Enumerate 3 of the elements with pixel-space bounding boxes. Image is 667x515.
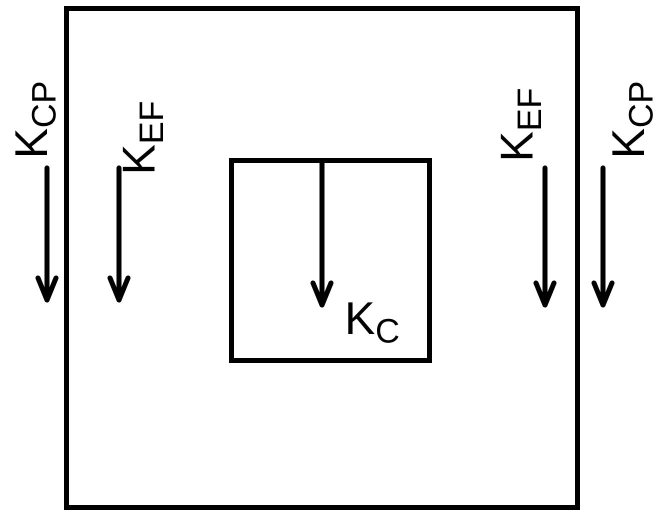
coefficient-label: K$_{C}$ — [344, 295, 400, 348]
outer-box — [64, 6, 580, 510]
inner-box — [229, 158, 432, 363]
